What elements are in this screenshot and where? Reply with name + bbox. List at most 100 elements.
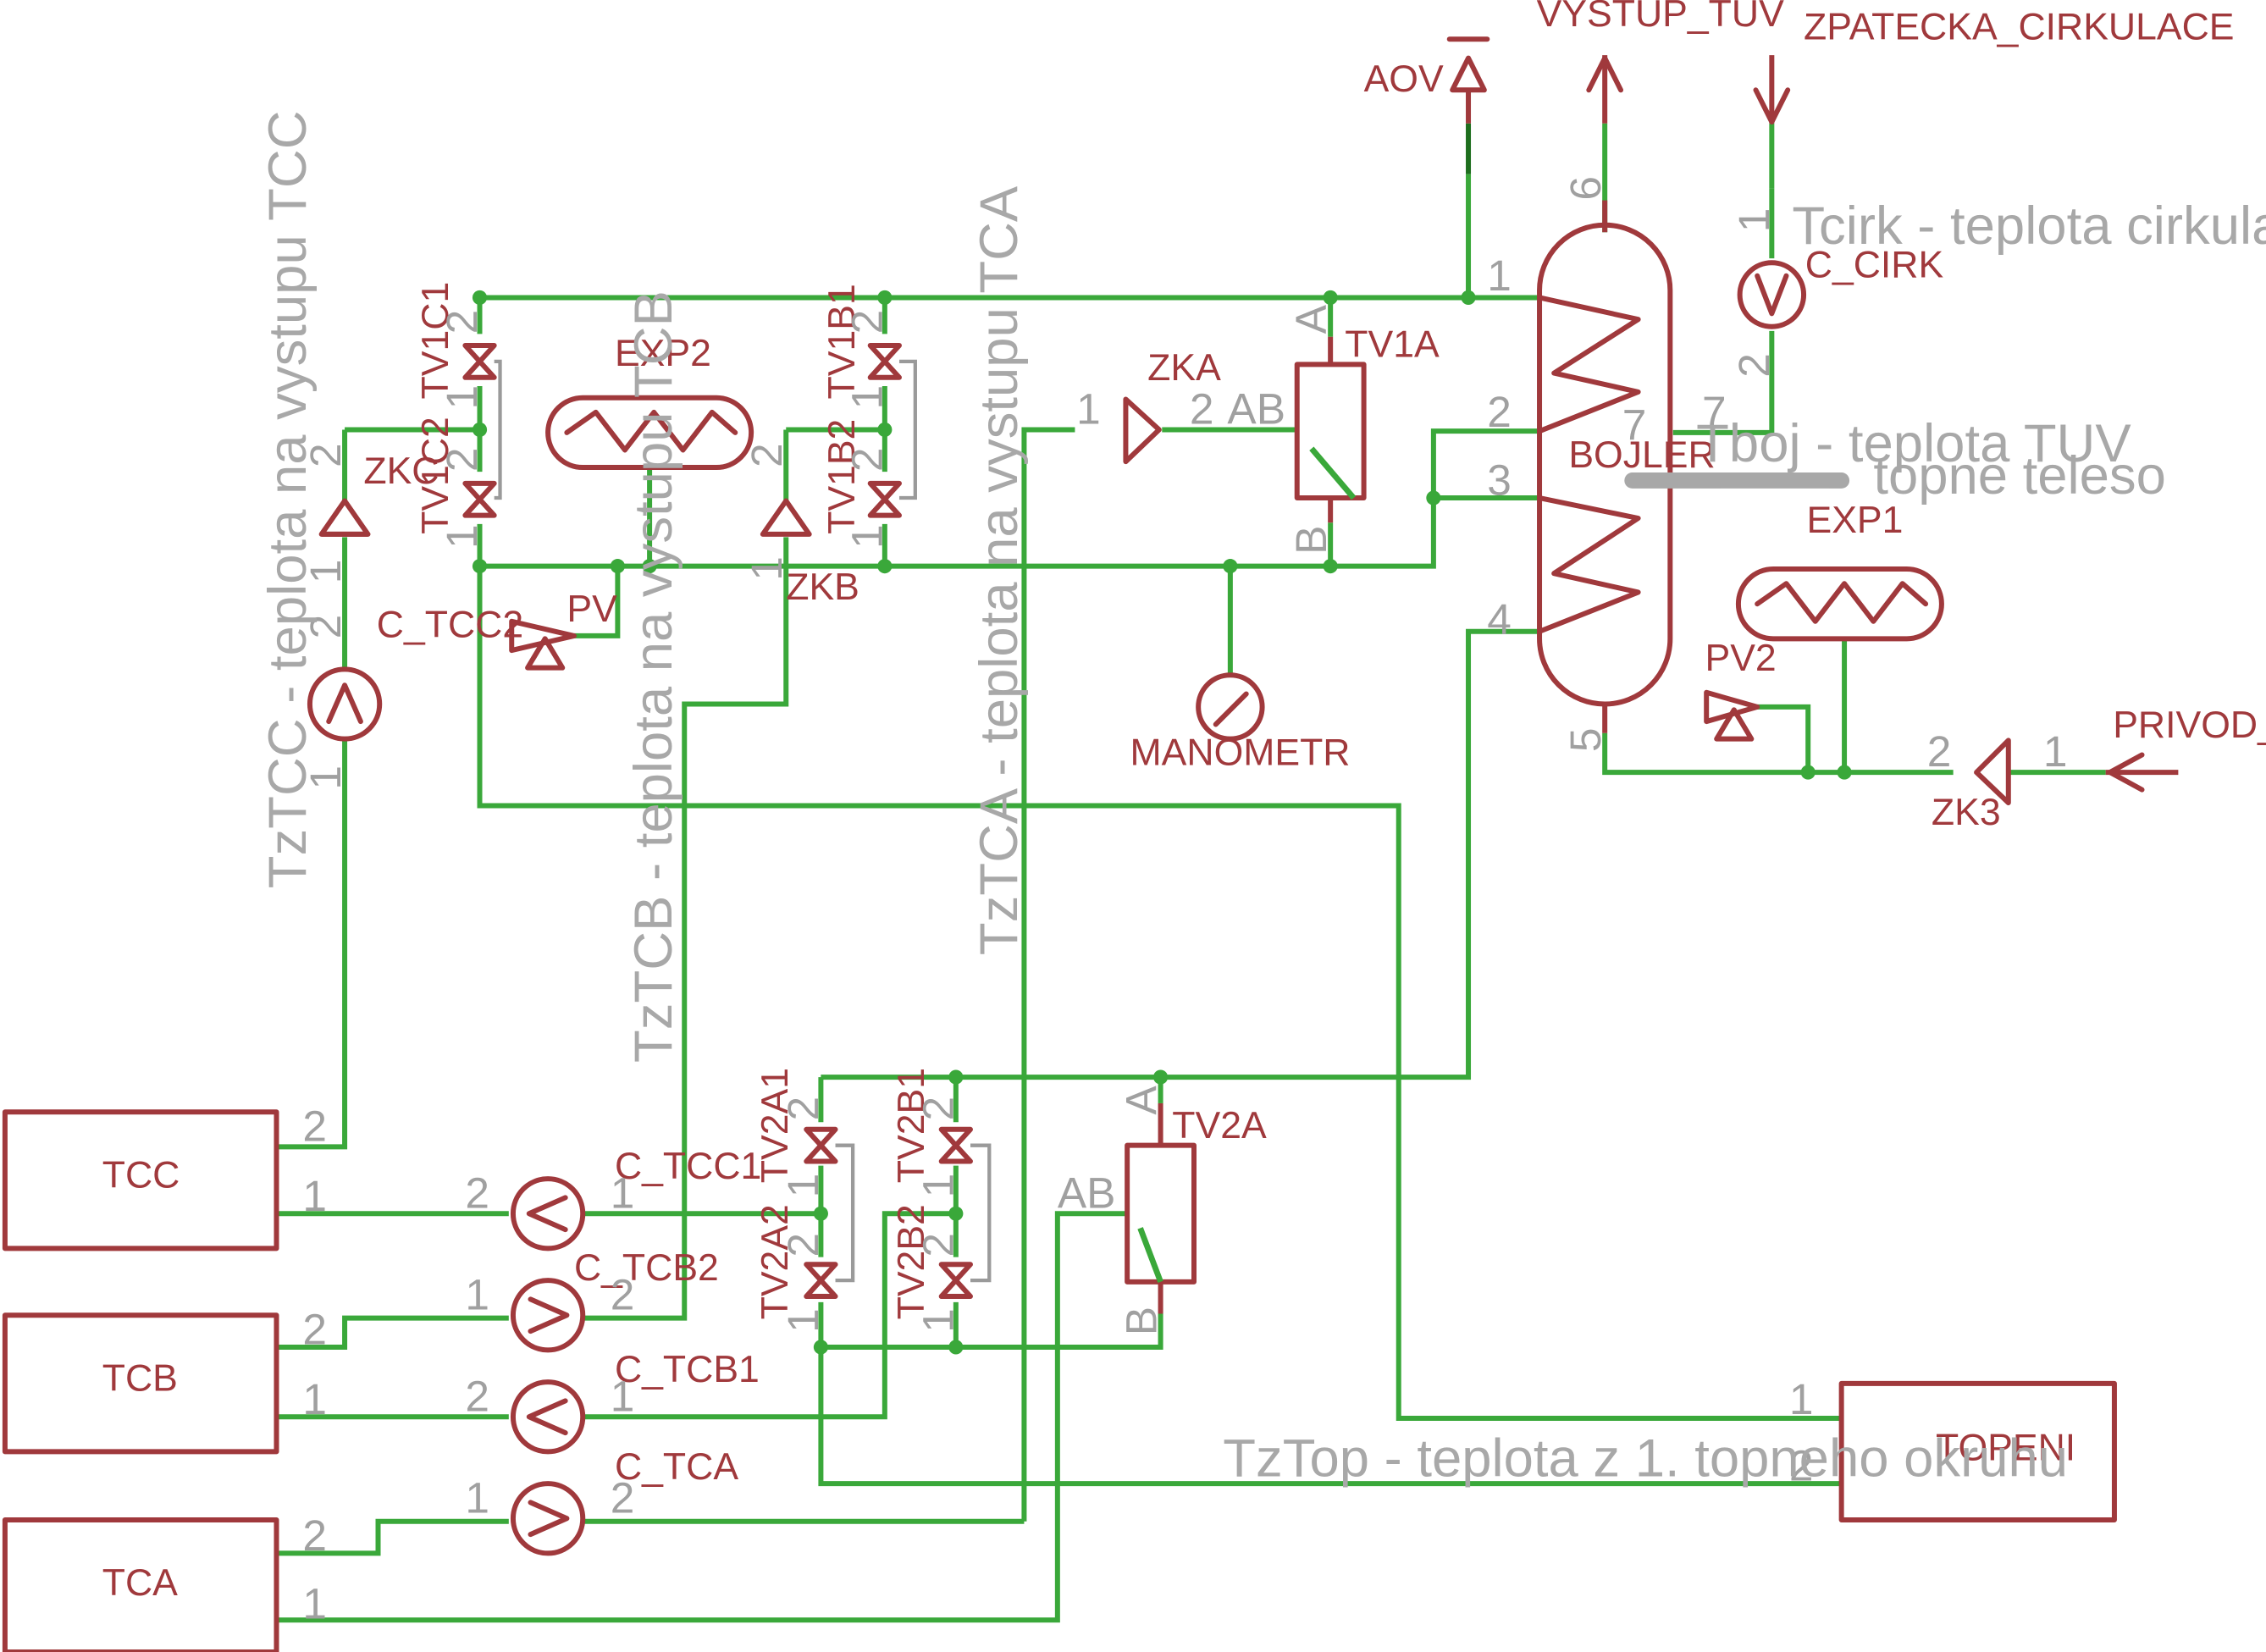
pin-number: 2: [302, 1102, 327, 1151]
pin-number: 6: [1561, 176, 1610, 201]
tboj-note: Tboj - teplota TUV: [1696, 414, 2131, 473]
topeni-label: TOPENI: [1936, 1428, 2075, 1469]
tv2a2-valve-icon: [804, 1262, 838, 1299]
pin-number: A: [1116, 1086, 1165, 1115]
pin-number: 2: [913, 1097, 962, 1121]
zkb-label: ZKB: [786, 566, 859, 608]
pin-numbers: 1 2 3 4 5 6 7 7 1 2 2 1 1 2 AB A B 2 1 2…: [301, 176, 2068, 1628]
pin-number: 2: [842, 448, 891, 472]
aov-label: AOV: [1364, 58, 1444, 100]
tv2b2-label: TV2B2: [891, 1204, 932, 1319]
pin-number: 1: [301, 765, 350, 790]
pin-number: 7: [1622, 400, 1647, 449]
c-tcc2-pump-icon: [307, 666, 383, 742]
tcirk-note: Tcirk - teplota cirkulace: [1792, 196, 2266, 256]
pin-number: 2: [742, 443, 791, 467]
pin-number: 1: [1076, 384, 1101, 434]
pin-number: 1: [301, 560, 350, 584]
pin-number: B: [1116, 1307, 1165, 1335]
pin-number: 2: [842, 310, 891, 334]
pin-number: 2: [1190, 384, 1214, 434]
pin-number: B: [1286, 526, 1335, 555]
tztcc-note: TzTCC - teplota na vystupu TCC: [258, 110, 318, 888]
manometer-gauge-icon: [1196, 672, 1265, 742]
tv1b1-valve-icon: [867, 343, 917, 500]
c-tca-label: C_TCA: [615, 1446, 738, 1488]
pin-number: 2: [611, 1472, 635, 1522]
pin-number: A: [1286, 304, 1335, 334]
pin-number: 1: [2043, 727, 2068, 776]
c-cirk-label: C_CIRK: [1805, 244, 1944, 285]
bojler-symbol: [1537, 200, 1673, 733]
pin-number: AB: [1227, 384, 1285, 434]
vystup-tuv-arrow-icon: [1586, 55, 1624, 124]
tv1b2-valve-icon: [867, 480, 902, 518]
annotations: Tcirk - teplota cirkulace Tboj - teplota…: [258, 110, 2266, 1488]
tv1c1-valve-icon: [462, 343, 502, 500]
pin-number: 2: [913, 1233, 962, 1257]
zkc-check-valve-icon: [318, 498, 371, 537]
pin-number: 1: [742, 556, 791, 581]
tv2b2-valve-icon: [938, 1262, 973, 1299]
pin-number: 2: [1927, 727, 1952, 776]
tcb-box: [2, 1312, 279, 1455]
pin-number: 1: [778, 1308, 827, 1333]
pin-number: 1: [913, 1308, 962, 1333]
pin-number: 1: [465, 1472, 489, 1522]
pin-number: 2: [301, 615, 350, 639]
tv1b1-label: TV1B1: [821, 284, 863, 399]
tv1a-mixing-valve-icon: [1294, 336, 1367, 523]
tca-label: TCA: [102, 1562, 178, 1604]
tv2b1-valve-icon: [938, 1126, 992, 1283]
pin-number: 2: [302, 1511, 327, 1560]
zka-label: ZKA: [1147, 347, 1221, 389]
exp2-tank-icon: [545, 395, 754, 471]
pin-number: 2: [1729, 353, 1778, 378]
zk3-label: ZK3: [1932, 792, 2001, 833]
c-tcc1-label: C_TCC1: [615, 1146, 761, 1187]
pv2-safety-valve-icon: [1704, 689, 1760, 742]
tv2a1-label: TV2A1: [754, 1068, 796, 1183]
c-tcb1-pump-icon: [510, 1379, 586, 1455]
pin-number: 1: [1789, 1374, 1814, 1423]
pin-number: AB: [1058, 1168, 1116, 1217]
pin-number: 1: [778, 1174, 827, 1198]
pin-number: 1: [611, 1371, 635, 1420]
vystup-tuv-label: VYSTUP_TUV: [1537, 0, 1784, 35]
exp2-label: EXP2: [615, 333, 711, 374]
c-tcb2-pump-icon: [510, 1278, 586, 1353]
tztop-note: TzTop - teplota z 1. topneho okruhu: [1223, 1429, 2068, 1489]
component-labels: AOV VYSTUP_TUV ZPATECKA_CIRKULACE C_CIRK…: [102, 0, 2266, 1604]
tztca-note: TzTCA - teplota na vystupu TCA: [970, 185, 1029, 955]
tv1c1-label: TV1C1: [415, 282, 456, 400]
pv-safety-valve-icon: [509, 618, 577, 671]
pin-number: 2: [778, 1233, 827, 1257]
c-tcb2-label: C_TCB2: [574, 1247, 719, 1289]
c-tca-pump-icon: [510, 1481, 586, 1556]
pin-number: 1: [302, 1579, 327, 1628]
pin-number: 2: [302, 1305, 327, 1354]
tcc-box: [2, 1109, 279, 1251]
tca-box: [2, 1517, 279, 1652]
tv1c2-label: TV1C2: [415, 417, 456, 534]
pin-number: 2: [778, 1097, 827, 1121]
pin-number: 2: [1487, 387, 1512, 436]
pv-label: PV: [566, 588, 617, 630]
pin-number: 1: [302, 1171, 327, 1220]
bojler-label: BOJLER: [1568, 434, 1715, 476]
tv2a2-label: TV2A2: [754, 1204, 796, 1319]
pin-number: 1: [437, 524, 486, 549]
zka-check-valve-icon: [1123, 396, 1162, 465]
pin-number: 2: [1789, 1441, 1814, 1490]
pin-number: 1: [913, 1174, 962, 1198]
privod-suv-arrow-icon: [2105, 752, 2179, 793]
pin-number: 2: [437, 310, 486, 334]
junctions: [472, 290, 1852, 1355]
topeni-box: [1838, 1380, 2117, 1522]
pin-number: 7: [1702, 387, 1727, 436]
topne-teleso-note: topne teleso: [1873, 446, 2166, 506]
pin-number: 2: [465, 1168, 489, 1217]
aov-symbol: [1446, 36, 1490, 124]
pin-number: 2: [611, 1269, 635, 1318]
